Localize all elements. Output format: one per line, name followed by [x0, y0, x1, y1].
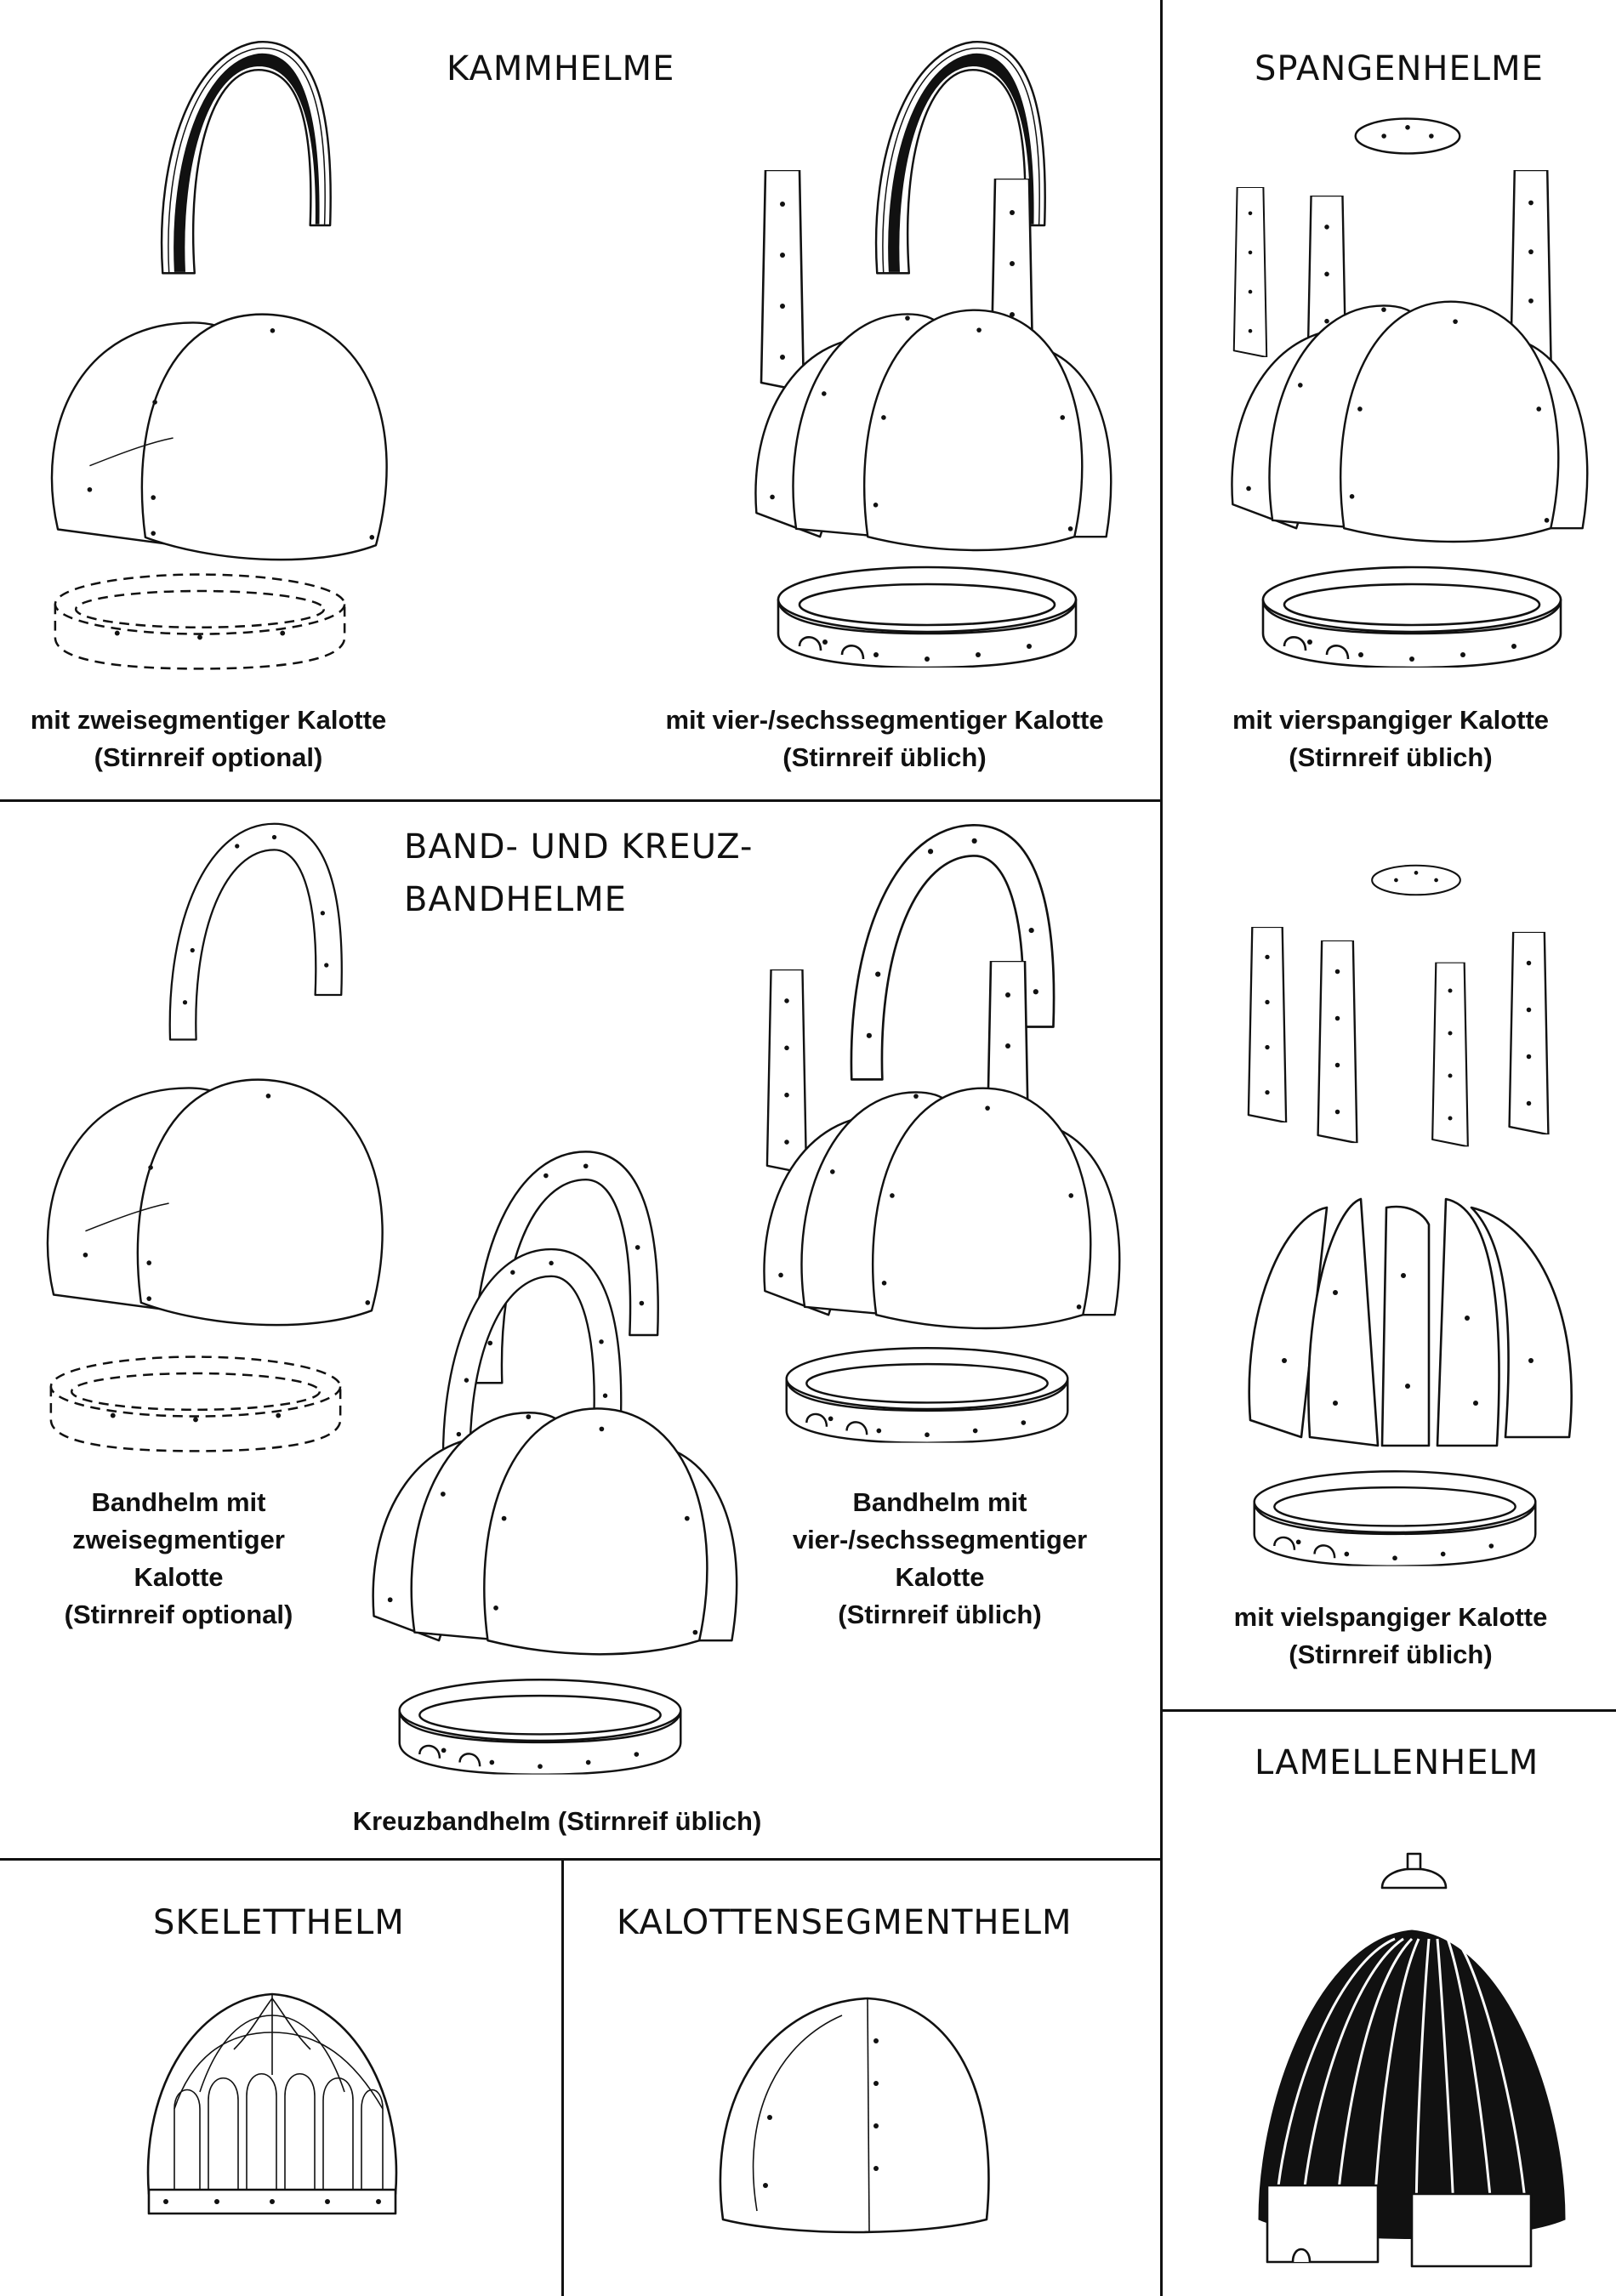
bandhelm-four-segment-caption: Bandhelm mit vier-/sechssegmentiger Kalo… [792, 1487, 1088, 1629]
kalottensegmenthelm-title: KALOTTENSEGMENTHELM [617, 1903, 1073, 1942]
kreuzbandhelm-ring-illustration [395, 1671, 685, 1782]
kammhelm-crest-illustration [136, 34, 349, 289]
kammhelm-dashed-ring-illustration [51, 570, 349, 672]
bandhelm-two-segment-dome-illustration [30, 1067, 395, 1339]
kammhelm-two-segment-caption: mit zweisegmentiger Kalotte (Stirnreif o… [30, 705, 387, 772]
bandhelm-dashed-ring-illustration [47, 1352, 344, 1454]
skeletthelm-illustration [140, 1981, 404, 2219]
spangenhelm-many-strap-c-illustration [1429, 935, 1471, 1174]
kammhelm-four-segment-caption: mit vier-/sechssegmentiger Kalotte (Stir… [665, 705, 1104, 772]
spangenhelm-four-strap-caption: mit vierspangiger Kalotte (Stirnreif übl… [1232, 705, 1550, 772]
spangenhelm-ring-illustration [1259, 561, 1565, 672]
bandhelme-title: BAND- UND KREUZ- BANDHELME [404, 827, 754, 919]
kreuzbandhelm-dome-illustration [366, 1395, 740, 1667]
kammhelm-ring-illustration [774, 561, 1080, 672]
divider-right-lower [1161, 1709, 1616, 1712]
spangenhelm-many-top-disc-illustration [1369, 855, 1463, 906]
bandhelm-band-illustration [145, 816, 374, 1054]
spangenhelme-title: SPANGENHELME [1255, 49, 1544, 88]
divider-bottom-middle [561, 1858, 564, 2296]
spangenhelm-many-strap-a-illustration [1242, 927, 1293, 1122]
spangenhelm-many-strap-dome-illustration [1233, 1191, 1590, 1463]
divider-right-column [1160, 0, 1163, 2296]
spangenhelm-many-ring-illustration [1250, 1463, 1539, 1573]
kalottensegmenthelm-illustration [706, 1990, 1004, 2236]
bandhelm-four-segment-dome-illustration [757, 1071, 1123, 1344]
kammhelme-title: KAMMHELME [447, 49, 675, 88]
lamellenhelm-title: LAMELLENHELM [1255, 1743, 1539, 1782]
divider-row-1 [0, 799, 1161, 802]
skeletthelm-title: SKELETTHELM [153, 1903, 405, 1942]
kreuzbandhelm-caption: Kreuzbandhelm (Stirnreif üblich) [352, 1806, 762, 1836]
kammhelm-four-segment-dome-illustration [748, 289, 1114, 570]
lamellenhelm-illustration [1225, 1820, 1599, 2279]
kammhelm-two-segment-dome-illustration [34, 298, 400, 578]
spangenhelm-many-strap-b-illustration [1314, 935, 1361, 1148]
bandhelm-two-segment-caption: Bandhelm mit zweisegmentiger Kalotte (St… [64, 1487, 293, 1629]
spangenhelm-many-strap-d-illustration [1505, 927, 1552, 1139]
bandhelm-four-segment-ring-illustration [782, 1344, 1072, 1446]
spangenhelm-many-strap-caption: mit vielspangiger Kalotte (Stirnreif übl… [1233, 1602, 1548, 1669]
divider-row-2 [0, 1858, 1161, 1861]
spangenhelm-four-strap-dome-illustration [1225, 281, 1590, 561]
spangenhelm-top-disc-illustration [1352, 115, 1463, 157]
